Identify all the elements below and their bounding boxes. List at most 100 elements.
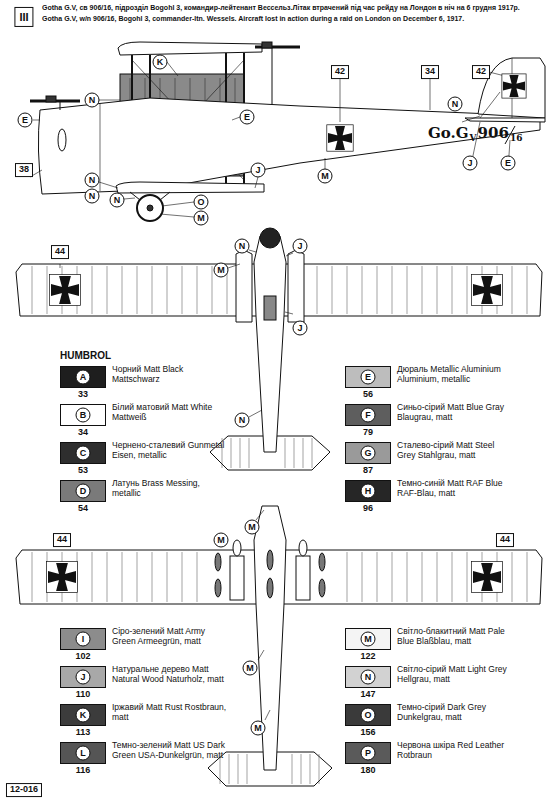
callout-number: 44 — [53, 533, 71, 547]
paint-number: 87 — [363, 466, 373, 476]
paint-number: 56 — [363, 390, 373, 400]
wing-rib — [107, 266, 108, 314]
iron-cross — [47, 562, 78, 593]
callout-number: 34 — [421, 65, 439, 79]
wing-rib — [347, 552, 348, 602]
aircraft-marking: V — [470, 134, 477, 144]
callout-letter: M — [243, 661, 258, 676]
iron-cross — [472, 562, 503, 593]
wing-rib — [182, 552, 183, 602]
wing-rib — [249, 438, 250, 468]
wing-rib — [92, 266, 93, 314]
color-letter: N — [361, 670, 376, 685]
wing-rib — [212, 266, 213, 314]
wing-rib — [452, 552, 453, 602]
wing-rib — [32, 266, 33, 314]
color-name: Темно-синій Matt RAF Blue RAF-Blau, matt — [397, 479, 515, 499]
callout-letter: N — [85, 173, 100, 188]
color-name: Синьо-сірий Matt Blue Gray Blaugrau, mat… — [397, 403, 515, 423]
color-name: Сіро-зелений Matt Army Green Armeegrün, … — [112, 627, 230, 647]
callout-letter: N — [448, 97, 463, 112]
iron-cross — [327, 125, 353, 151]
wing-rib — [527, 552, 528, 602]
callout-letter: M — [214, 533, 229, 548]
profile-number: III — [14, 7, 33, 27]
callout-letter: N — [235, 413, 250, 428]
color-name: Іржавий Matt Rust Rostbraun, matt — [112, 703, 230, 723]
callout-number: 44 — [496, 533, 514, 547]
side-view — [30, 42, 545, 221]
paint-number: 110 — [76, 690, 91, 700]
wing-rib — [317, 266, 318, 314]
iron-cross — [50, 275, 81, 306]
color-name: Світло-блакитний Matt Pale Blue Blaßblau… — [397, 627, 515, 647]
wing-rib — [197, 552, 198, 602]
sheet-number: 12-016 — [6, 783, 42, 797]
callout-letter: J — [251, 163, 266, 178]
aircraft-marking: Go.G — [428, 125, 469, 142]
color-letter: P — [361, 746, 376, 761]
color-name: Натуральне дерево Matt Natural Wood Natu… — [112, 665, 230, 685]
paint-number: 116 — [76, 766, 91, 776]
callout-number: 44 — [51, 245, 69, 259]
color-letter: F — [361, 408, 376, 423]
paint-number: 53 — [78, 466, 88, 476]
color-letter: O — [361, 708, 376, 723]
callout-letter: E — [18, 113, 33, 128]
color-name: Чернено-сталевий Gunmetal Eisen, metalli… — [112, 441, 230, 461]
top-view — [16, 228, 542, 470]
color-name: Білий матовий Matt White Mattweiß — [112, 403, 230, 423]
color-name: Світло-сірий Matt Light Grey Hellgrau, m… — [397, 665, 515, 685]
wing-rib — [310, 754, 311, 784]
aircraft-marking: 906 — [478, 125, 509, 142]
paint-number: 96 — [363, 504, 373, 514]
color-letter: G — [361, 446, 376, 461]
wing-rib — [167, 266, 168, 314]
color-letter: J — [76, 670, 91, 685]
iron-cross — [502, 74, 526, 98]
callout-number: 42 — [472, 65, 490, 79]
wing-rib — [122, 266, 123, 314]
wing-rib — [285, 438, 286, 468]
iron-cross — [472, 275, 503, 306]
callout-letter: M — [214, 263, 229, 278]
wing-rib — [303, 438, 304, 468]
wing-rib — [294, 438, 295, 468]
callout-letter: E — [240, 110, 255, 125]
wing-rib — [107, 552, 108, 602]
color-letter: A — [76, 370, 91, 385]
wing-rib — [229, 754, 230, 784]
paint-number: 180 — [360, 766, 375, 776]
wing-rib — [319, 754, 320, 784]
paint-number: 54 — [78, 504, 88, 514]
wing-rib — [332, 266, 333, 314]
wing-rib — [377, 266, 378, 314]
callout-number: 38 — [15, 163, 33, 177]
wing-rib — [347, 266, 348, 314]
wing-rib — [527, 266, 528, 314]
wing-rib — [247, 754, 248, 784]
color-letter: I — [76, 632, 91, 647]
paint-number: 122 — [360, 652, 375, 662]
color-name: Чорний Matt Black Mattschwarz — [112, 365, 230, 385]
color-name: Латунь Brass Messing, metallic — [112, 479, 230, 499]
wing-rib — [292, 754, 293, 784]
color-name: Дюраль Metallic Aluminium Aluminium, met… — [397, 365, 515, 385]
wing-rib — [301, 754, 302, 784]
callout-letter: O — [194, 195, 209, 210]
callout-letter: E — [501, 156, 516, 171]
paint-number: 34 — [78, 428, 88, 438]
wing-rib — [437, 266, 438, 314]
wing-rib — [407, 266, 408, 314]
bottom-view — [16, 506, 542, 786]
callout-letter: M — [194, 211, 209, 226]
wing-rib — [167, 552, 168, 602]
color-name: Темно-сірий Dark Grey Dunkelgrau, matt — [397, 703, 515, 723]
color-name: Сталево-сірий Matt Steel Grey Stahlgrau,… — [397, 441, 515, 461]
wing-rib — [392, 552, 393, 602]
callout-letter: J — [293, 321, 308, 336]
wing-rib — [362, 266, 363, 314]
paint-number: 113 — [76, 728, 91, 738]
paint-number: 147 — [360, 690, 375, 700]
callout-letter: N — [85, 93, 100, 108]
